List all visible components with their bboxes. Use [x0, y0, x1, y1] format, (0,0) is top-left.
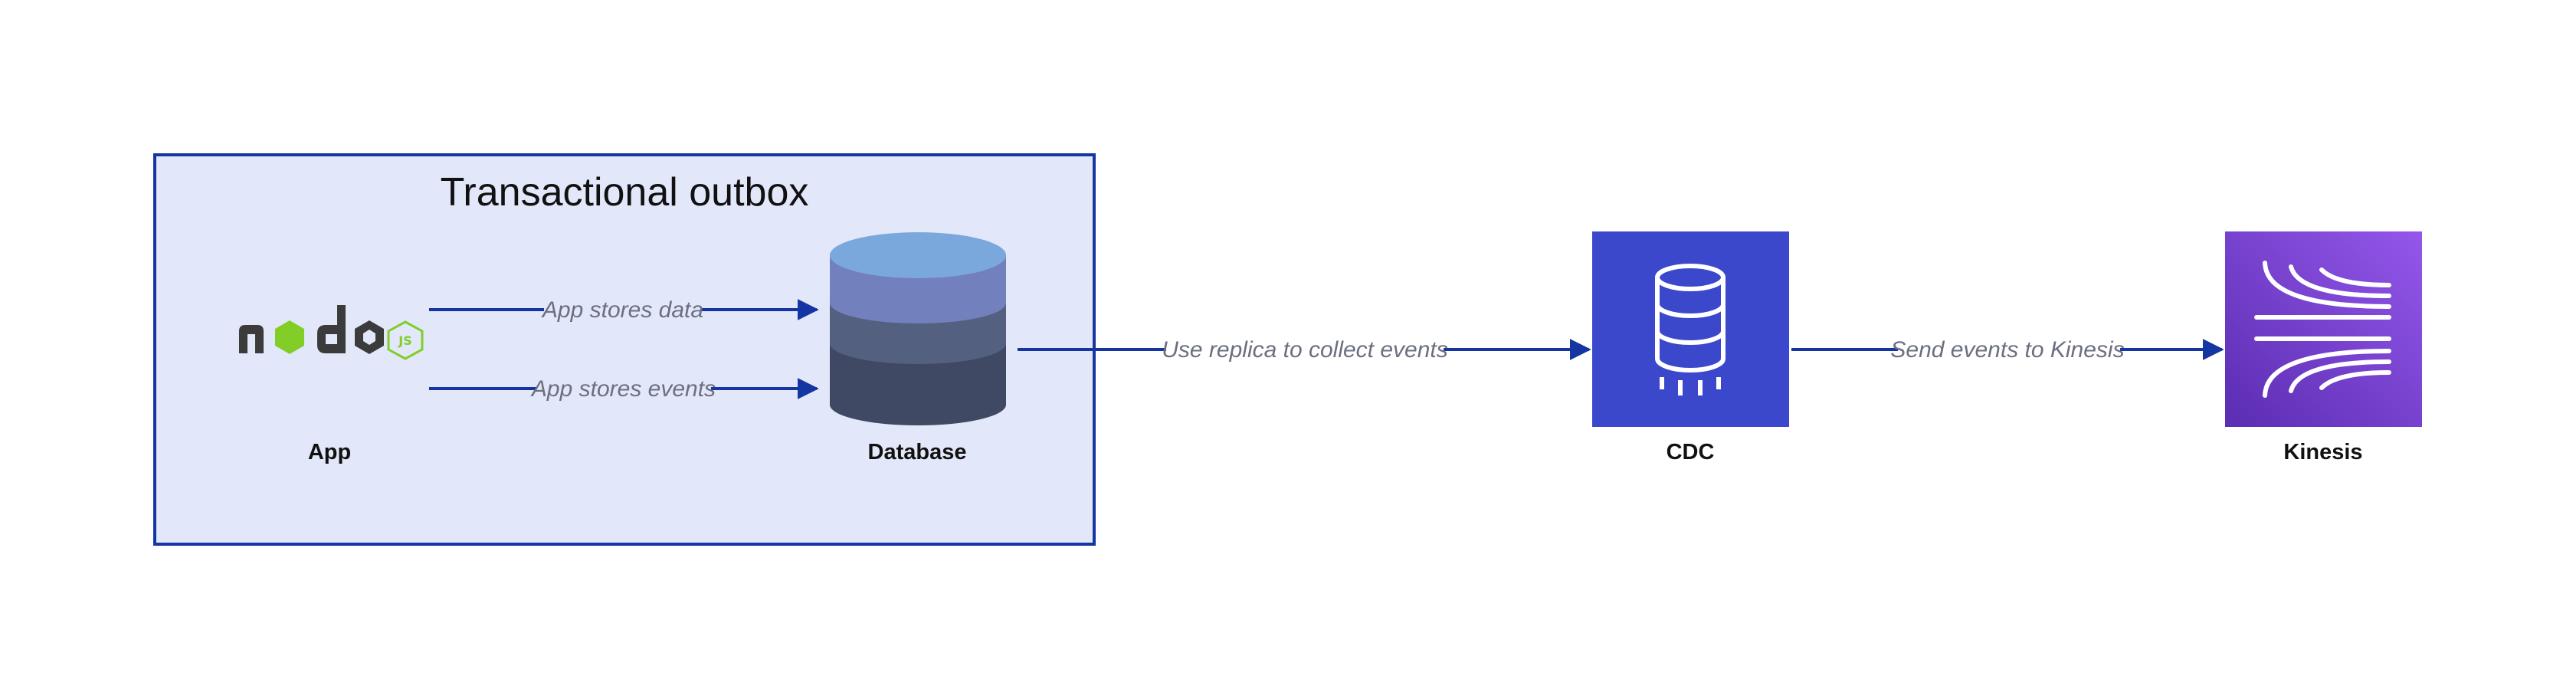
app-label: App — [308, 440, 351, 464]
edge-use-replica: Use replica to collect events — [1018, 336, 1591, 363]
group-title: Transactional outbox — [441, 170, 809, 215]
edge-send-to-kinesis: Send events to Kinesis — [1791, 336, 2224, 363]
edge-label-app-data: App stores data — [541, 297, 703, 323]
app-node: node JS App — [239, 305, 424, 464]
nodejs-logo-icon: node JS — [239, 305, 424, 360]
aws-database-migration-icon — [1592, 231, 1789, 427]
edge-label-replica: Use replica to collect events — [1162, 337, 1448, 363]
edge-label-app-events: App stores events — [530, 376, 716, 402]
edge-label-send: Send events to Kinesis — [1890, 337, 2124, 363]
database-label: Database — [868, 440, 967, 464]
database-cylinder-icon — [830, 232, 1006, 425]
kinesis-label: Kinesis — [2283, 440, 2362, 464]
edge-app-stores-data: App stores data — [429, 297, 819, 323]
nodejs-js-badge: JS — [398, 333, 411, 348]
kinesis-node: Kinesis — [2225, 231, 2422, 464]
edge-app-stores-events: App stores events — [429, 376, 819, 402]
database-node: Database — [830, 232, 1006, 464]
aws-kinesis-icon — [2225, 231, 2422, 427]
cdc-label: CDC — [1667, 440, 1715, 464]
cdc-node: CDC — [1592, 231, 1789, 464]
